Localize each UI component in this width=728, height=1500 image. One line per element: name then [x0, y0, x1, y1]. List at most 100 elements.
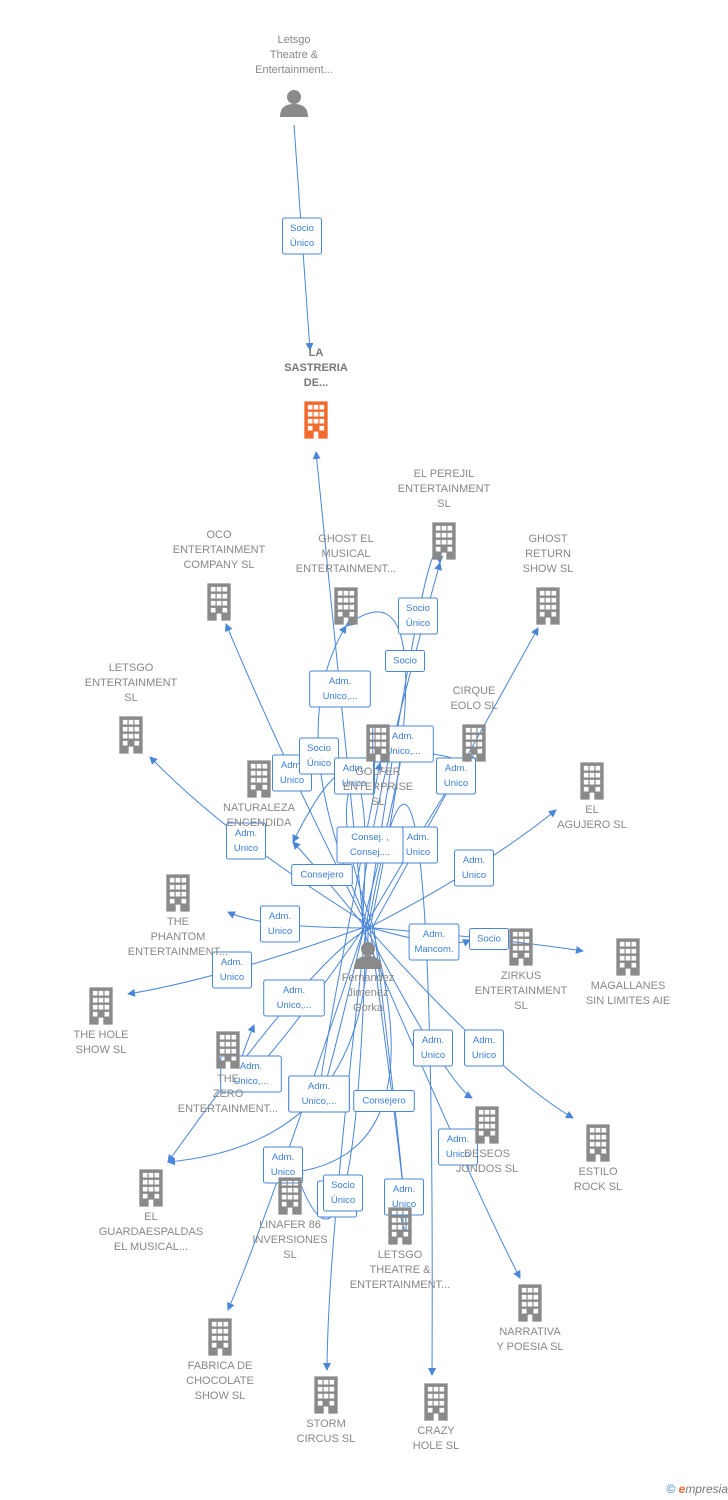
edge-label[interactable]: Socio [385, 650, 425, 672]
edge-label[interactable]: Adm.Unico [212, 951, 252, 989]
edge-label-text: Consejero [362, 1096, 405, 1107]
edge-label-box [226, 822, 266, 860]
edge-label-text: Adm. [235, 828, 257, 839]
edge-label[interactable]: Adm.Unico [384, 1178, 424, 1216]
node-label: NATURALEZA [223, 802, 296, 814]
edge-label[interactable]: Adm.Unico [454, 849, 494, 887]
edge-fernandez-to-estilo [367, 927, 574, 1119]
edge-label-box [212, 951, 252, 989]
building-icon [166, 874, 190, 912]
node-sastreria[interactable]: LASASTRERIADE... [284, 347, 348, 439]
building-icon [139, 1169, 163, 1207]
edge-label[interactable]: Consej. ,Consej.... [336, 826, 404, 864]
edge-label-text: Unico,... [386, 746, 421, 757]
edge-label[interactable]: Adm.Unico,... [288, 1075, 350, 1113]
node-label: LETSGO [378, 1249, 423, 1261]
edge-label-text: Consejero [300, 870, 343, 881]
edge-label[interactable]: Adm.Unico [334, 757, 374, 795]
node-label: ENTERTAINMENT [85, 677, 178, 689]
edge-label[interactable]: Adm.Unico [438, 1128, 478, 1166]
edge-label-text: Adm. [343, 763, 365, 774]
edge-label[interactable]: Adm. Unico [226, 822, 266, 860]
node-label: MUSICAL [322, 548, 371, 560]
edge-label[interactable]: Adm.Unico [413, 1029, 453, 1067]
edge-label-box [282, 217, 322, 255]
edge-label-box [469, 928, 509, 950]
node-phantom[interactable]: THEPHANTOMENTERTAINMENT... [128, 874, 228, 958]
building-icon [119, 716, 143, 754]
edge-label[interactable]: Consejero [353, 1090, 415, 1112]
node-label: EL [144, 1211, 157, 1223]
node-zero[interactable]: THEZEROENTERTAINMENT... [178, 1031, 278, 1115]
edge-label-box [291, 864, 353, 886]
node-label: THEATRE & [370, 1264, 432, 1276]
edge-label[interactable]: Adm.Unico,... [309, 670, 371, 708]
node-label: LINAFER 86 [259, 1219, 321, 1231]
edge-fernandez-to-guardaespaldas [167, 927, 369, 1166]
edge-label-text: Unico [444, 778, 468, 789]
node-label: ESTILO [578, 1166, 618, 1178]
node-label: SASTRERIA [284, 362, 348, 374]
edge-label[interactable]: Adm. Unico [436, 757, 476, 795]
edge-label-text: Unico [234, 843, 258, 854]
edge-label-box [464, 1029, 504, 1067]
node-label: GUARDAESPALDAS [99, 1226, 203, 1238]
edge-label-text: Único [307, 758, 331, 769]
node-label: CRAZY [417, 1425, 455, 1437]
edge-label[interactable]: Adm.Unico [398, 826, 438, 864]
building-icon [247, 760, 271, 798]
node-label: SL [283, 1249, 296, 1261]
edge-label-box [353, 1090, 415, 1112]
brand-logo-text: mpresia [685, 1482, 728, 1496]
edge-label[interactable]: Adm.Mancom. [408, 923, 460, 961]
node-label: ENTERTAINMENT [173, 544, 266, 556]
edge-label[interactable]: Socio [469, 928, 509, 950]
edge-label[interactable]: Adm.Unico [263, 1146, 303, 1184]
edge-label-box [454, 849, 494, 887]
edge-label-text: Socio [393, 656, 417, 667]
edge-label-box [263, 1146, 303, 1184]
edge-label-text: Único [331, 1195, 355, 1206]
node-label: Jimenez [348, 987, 389, 999]
copyright-notice: © empresia [666, 1482, 728, 1496]
edge-label-text: Unico,... [234, 1076, 269, 1087]
brand-logo[interactable]: empresia [679, 1482, 728, 1496]
building-icon [208, 1318, 232, 1356]
node-label: EOLO SL [450, 700, 497, 712]
node-label: Y POESIA SL [496, 1341, 563, 1353]
edge-label[interactable]: Adm.Unico,... [263, 979, 325, 1017]
edge-label[interactable]: Adm.Unico [464, 1029, 504, 1067]
node-ghost_musical[interactable]: GHOST ELMUSICALENTERTAINMENT... [296, 533, 396, 625]
edge-label[interactable]: Adm.Unico [260, 905, 300, 943]
edge-label-text: Adm. [445, 763, 467, 774]
edge-label-text: Adm. [272, 1152, 294, 1163]
edge-label[interactable]: Consejero [291, 864, 353, 886]
